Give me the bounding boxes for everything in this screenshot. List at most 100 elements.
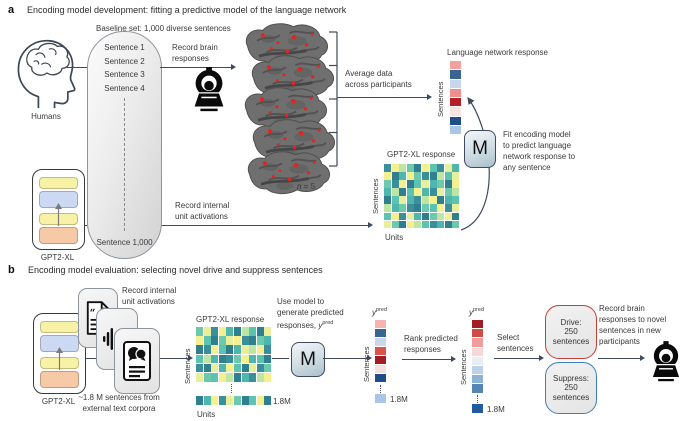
heatmap-cell [256,354,264,364]
heatmap-cell [226,336,234,345]
panel-b-title: Encoding model evaluation: selecting nov… [28,265,323,275]
heatmap-cell [391,164,399,172]
sentences-axis-label: Sentences [371,178,380,215]
heatmap-cell [450,116,461,126]
heatmap-cell [399,188,407,196]
ypred-vector-lastcell [472,404,483,413]
fit-model-label: any sentence [503,163,551,172]
heatmap-cell [233,345,241,354]
heatmap-cell [196,354,203,364]
heatmap-cell [421,196,429,204]
heatmap-cell [226,345,234,354]
connector-select [494,358,539,360]
sentences-axis-label: Sentences [362,346,371,382]
heatmap-cell [429,204,437,212]
heatmap-cell [391,188,399,196]
gpt2-label: GPT2-XL [40,253,75,262]
heatmap-cell [249,327,257,336]
ypred-label: ypred [372,307,388,317]
heatmap-cell [429,196,437,204]
heatmap-cell [391,212,399,221]
sentence-item: Sentence 2 [104,56,145,66]
heatmap-cell [241,363,249,373]
corpus-size-label: external text corpora [82,404,156,413]
lang-response-vector [450,61,461,135]
human-head-brain-icon [17,39,76,109]
matrix-ellipsis [231,384,232,393]
vector-count-label: 1.8M [487,405,505,414]
heatmap-cell [406,180,414,188]
heatmap-cell [233,396,241,405]
suppress-sentences-box: Suppress: 250 sentences [545,362,597,414]
fit-model-label: network response to [503,152,576,161]
heatmap-cell [203,354,211,364]
heatmap-cell [241,354,249,364]
suppress-box-line: Suppress: [552,373,590,383]
heatmap-cell [444,180,452,188]
connector-gpt2-matrix [82,225,368,227]
heatmap-cell [203,327,211,336]
n-participants-label: n = 5 [297,182,316,191]
encoding-model-box: M [464,130,496,168]
heatmap-cell [233,327,241,336]
ypred-vector-ranked [472,320,483,393]
panel-b-label: b [8,264,15,276]
heatmap-cell [249,336,257,345]
select-label: sentences [497,344,534,353]
rank-label: Rank predicted [404,334,458,343]
units-axis-label: Units [385,233,404,242]
layer-arrow-up-icon [55,203,62,226]
heatmap-cell [218,354,226,364]
drive-sentences-box: Drive: 250 sentences [545,305,597,359]
heatmap-cell [264,336,272,345]
heatmap-cell [437,164,445,172]
heatmap-cell [384,180,391,188]
gpt2-label: GPT2-XL [41,397,76,406]
record-brain-novel-label: sentences in new [599,326,661,335]
brains-stack [243,22,336,196]
record-internal-label: Record internal [175,201,230,210]
heatmap-cell [472,329,483,338]
heatmap-cell [421,172,429,180]
connector-model-ypred [323,358,367,360]
heatmap-cell [233,363,241,373]
heatmap-cell [249,345,257,354]
heatmap-cell [399,180,407,188]
heatmap-cell [414,180,422,188]
gpt2-model-icon [32,169,85,250]
heatmap-cell [375,320,386,328]
heatmap-cell [226,396,234,405]
heatmap-cell [256,363,264,373]
heatmap-cell [264,396,272,405]
heatmap-cell [203,345,211,354]
heatmap-cell [429,172,437,180]
sentences-axis-label: Sentences [183,348,192,384]
ypred-label: ypred [469,307,485,317]
heatmap-cell [429,220,437,229]
heatmap-cell [384,196,391,204]
record-internal-label: unit activations [175,212,228,221]
heatmap-cell [414,188,422,196]
heatmap-cell [421,188,429,196]
gpt2-response-matrix [384,164,460,229]
heatmap-cell [399,220,407,229]
participants-bracket [329,31,338,167]
heatmap-cell [437,204,445,212]
heatmap-cell [406,196,414,204]
heatmap-cell [450,88,461,98]
heatmap-cell [233,354,241,364]
heatmap-cell [421,180,429,188]
heatmap-cell [414,212,422,221]
heatmap-cell [421,204,429,212]
heatmap-cell [444,220,452,229]
heatmap-cell [421,220,429,229]
heatmap-cell [406,204,414,212]
arrowhead-model-ypred [367,355,372,361]
gpt2-layer-bar [39,177,78,189]
heatmap-cell [472,356,483,365]
sentences-axis-label: Sentences [459,349,468,385]
heatmap-cell [452,164,460,172]
arrowhead-boxes-scanner [640,355,645,361]
heatmap-cell [249,396,257,405]
gpt2-layer-bar [40,371,79,388]
